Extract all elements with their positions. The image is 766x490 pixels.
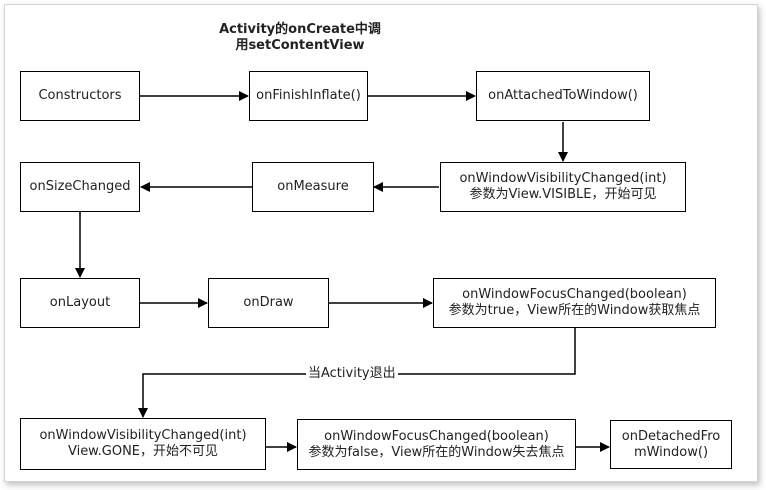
- node-onwindowvisibilitychanged-gone: onWindowVisibilityChanged(int) View.GONE…: [20, 418, 266, 470]
- node-line-1: onWindowVisibilityChanged(int): [39, 428, 247, 443]
- node-label: onMeasure: [277, 179, 349, 194]
- node-onwindowvisibilitychanged-visible: onWindowVisibilityChanged(int) 参数为View.V…: [440, 162, 686, 212]
- node-onsizechanged: onSizeChanged: [20, 162, 140, 212]
- node-ondetachedfromwindow: onDetachedFro mWindow(): [610, 420, 732, 469]
- node-line-1: onWindowVisibilityChanged(int): [459, 171, 667, 186]
- node-line-2: 参数为false，View所在的Window失去焦点: [308, 444, 565, 460]
- node-onwindowfocuschanged-false: onWindowFocusChanged(boolean) 参数为false，V…: [297, 419, 576, 470]
- node-line-1: onWindowFocusChanged(boolean): [324, 428, 549, 444]
- node-onmeasure: onMeasure: [252, 162, 374, 212]
- node-label: onLayout: [49, 295, 111, 310]
- node-label: onSizeChanged: [29, 179, 131, 194]
- edge-label-activity-exit: 当Activity退出: [306, 366, 398, 382]
- oncreate-setcontentview-note: Activity的onCreate中调 用setContentView: [205, 22, 395, 54]
- node-onattachedtowindow: onAttachedToWindow(): [476, 71, 650, 121]
- node-line-2: View.GONE，开始不可见: [67, 444, 219, 459]
- node-constructors: Constructors: [20, 71, 140, 121]
- node-label: onDraw: [243, 295, 294, 310]
- node-label: onAttachedToWindow(): [488, 88, 638, 103]
- node-onwindowfocuschanged-true: onWindowFocusChanged(boolean) 参数为true，Vi…: [433, 278, 716, 328]
- node-line-1: onDetachedFro: [621, 428, 721, 444]
- node-label: onFinishInflate(): [256, 88, 361, 103]
- node-line-1: onWindowFocusChanged(boolean): [462, 287, 687, 302]
- node-ondraw: onDraw: [208, 278, 329, 328]
- note-line-2: 用setContentView: [235, 38, 365, 53]
- node-line-2: 参数为true，View所在的Window获取焦点: [448, 303, 701, 318]
- node-line-2: mWindow(): [633, 444, 709, 460]
- node-onfinishinflate: onFinishInflate(): [249, 71, 368, 121]
- node-onlayout: onLayout: [20, 278, 140, 328]
- node-line-2: 参数为View.VISIBLE，开始可见: [469, 187, 657, 202]
- node-label: Constructors: [38, 88, 122, 103]
- note-line-1: Activity的onCreate中调: [219, 22, 381, 37]
